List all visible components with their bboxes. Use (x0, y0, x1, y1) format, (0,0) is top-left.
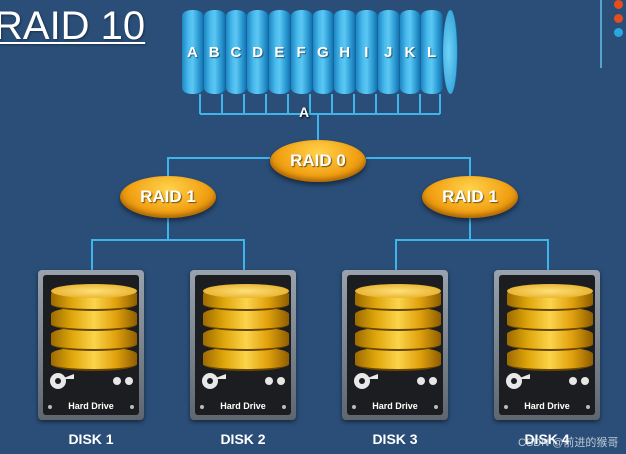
stripe-block: I (356, 10, 378, 94)
status-led-icon (569, 377, 577, 385)
screw-icon (586, 405, 590, 409)
status-led-icon (277, 377, 285, 385)
read-head-icon (50, 373, 74, 389)
platter-stack-icon (51, 283, 137, 373)
accent-dot-icon (614, 28, 623, 37)
status-led-icon (265, 377, 273, 385)
status-led-icon (125, 377, 133, 385)
disk-label-2: DISK 2 (220, 431, 266, 447)
drive-body: Hard Drive (195, 275, 291, 415)
screw-icon (504, 405, 508, 409)
disk-label-4: DISK 4 (524, 431, 570, 447)
hard-drive-2: Hard Drive (190, 270, 296, 420)
stripe-block: J (377, 10, 400, 94)
hard-drive-3: Hard Drive (342, 270, 448, 420)
stripe-block-label: I (364, 43, 369, 61)
disk-label-1: DISK 1 (68, 431, 114, 447)
stripe-block-label: C (230, 43, 242, 61)
stripe-block-label: G (317, 43, 329, 61)
stripe-block: D (247, 10, 269, 94)
raid0-node: RAID 0 (270, 140, 366, 182)
stripe-block: B (203, 10, 226, 94)
drive-body: Hard Drive (43, 275, 139, 415)
status-led-icon (113, 377, 121, 385)
platter-stack-icon (203, 283, 289, 373)
stripe-block-label: A (186, 43, 198, 61)
disk-label-3: DISK 3 (372, 431, 418, 447)
platter-stack-icon (355, 283, 441, 373)
stripe-block: E (269, 10, 291, 94)
watermark: CSDN @前进的猴哥 (518, 437, 619, 449)
stripe-block: F (290, 10, 313, 94)
stripe-block: A (182, 10, 204, 94)
stripe-block-label: D (252, 43, 264, 61)
status-led-icon (581, 377, 589, 385)
raid1-node-right: RAID 1 (422, 176, 518, 218)
screw-icon (282, 405, 286, 409)
drive-plate: Hard Drive (68, 401, 114, 411)
stripe-block-label: J (383, 43, 393, 61)
drive-plate: Hard Drive (372, 401, 418, 411)
stripe-block-label: B (208, 43, 220, 61)
accent-dot-icon (614, 0, 623, 9)
screw-icon (200, 405, 204, 409)
stripe-block: H (334, 10, 356, 94)
accent-dot-icon (614, 14, 623, 23)
diagram-title: RAID 10 (0, 4, 146, 48)
stripe-block-label: F (296, 43, 306, 61)
stripe-block: C (225, 10, 248, 94)
screw-icon (352, 405, 356, 409)
stripe-data-blocks: A B C D E F G H I J K L (182, 10, 458, 94)
platter-stack-icon (507, 283, 593, 373)
screw-icon (130, 405, 134, 409)
hard-drive-1: Hard Drive (38, 270, 144, 420)
stripe-block-label: E (274, 43, 285, 61)
status-led-icon (429, 377, 437, 385)
drive-plate: Hard Drive (524, 401, 570, 411)
drive-body: Hard Drive (499, 275, 595, 415)
stripe-block-label: H (339, 43, 351, 61)
read-head-icon (202, 373, 226, 389)
stripe-block: K (399, 10, 422, 94)
status-led-icon (417, 377, 425, 385)
stripe-block-label: K (404, 43, 416, 61)
stripe-output-label: A (298, 104, 310, 120)
stripe-block-label: L (427, 43, 437, 61)
hard-drive-4: Hard Drive (494, 270, 600, 420)
read-head-icon (506, 373, 530, 389)
screw-icon (48, 405, 52, 409)
read-head-icon (354, 373, 378, 389)
side-accent-line (600, 0, 602, 68)
stripe-end-cap (443, 10, 458, 94)
drive-body: Hard Drive (347, 275, 443, 415)
raid1-node-left: RAID 1 (120, 176, 216, 218)
drive-plate: Hard Drive (220, 401, 266, 411)
stripe-block: L (421, 10, 443, 94)
stripe-block: G (312, 10, 335, 94)
screw-icon (434, 405, 438, 409)
